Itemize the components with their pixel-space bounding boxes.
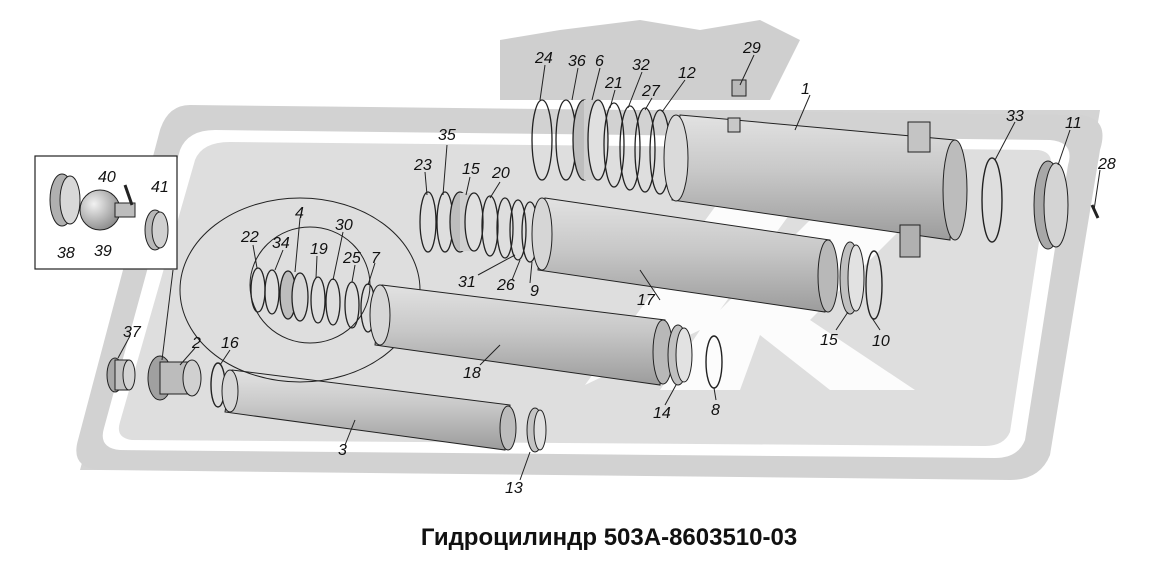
callout-13: 13 — [505, 480, 523, 497]
callout-16: 16 — [221, 335, 239, 352]
callout-1: 1 — [801, 81, 810, 98]
callout-4: 4 — [295, 205, 304, 222]
callout-35: 35 — [438, 127, 456, 144]
callout-26: 26 — [496, 277, 515, 294]
part-2 — [147, 355, 202, 401]
callout-22: 22 — [240, 229, 259, 246]
callout-8: 8 — [711, 402, 720, 419]
part-18 — [369, 284, 674, 386]
callout-28: 28 — [1097, 156, 1116, 173]
callout-9: 9 — [530, 283, 539, 300]
diagram-title: Гидроцилиндр 503А-8603510-03 — [421, 524, 797, 551]
callout-32: 32 — [632, 57, 650, 74]
part-37 — [106, 357, 136, 393]
callout-labels: 1 2 3 4 6 7 8 9 10 11 12 13 14 15 15 16 … — [57, 40, 1116, 497]
callout-23: 23 — [413, 157, 432, 174]
rings-middle — [419, 191, 539, 263]
part-15-right — [839, 241, 865, 315]
part-33 — [981, 157, 1003, 243]
callout-11: 11 — [1065, 115, 1082, 132]
leader-lines — [117, 54, 1101, 481]
part-40 — [123, 184, 134, 206]
callout-18: 18 — [463, 365, 481, 382]
part-28 — [1090, 204, 1100, 219]
callout-40: 40 — [98, 169, 116, 186]
callout-38: 38 — [57, 245, 75, 262]
part-3 — [221, 369, 517, 451]
callout-12: 12 — [678, 65, 696, 82]
callout-21: 21 — [604, 75, 623, 92]
callout-20: 20 — [491, 165, 510, 182]
part-13 — [526, 407, 547, 453]
callout-15a: 15 — [462, 161, 480, 178]
part-14 — [667, 324, 693, 386]
part-38 — [49, 173, 81, 227]
callout-39: 39 — [94, 243, 112, 260]
callout-17: 17 — [637, 292, 656, 309]
callout-31: 31 — [458, 274, 476, 291]
callout-6: 6 — [595, 53, 604, 70]
callout-33: 33 — [1006, 108, 1024, 125]
callout-29: 29 — [742, 40, 761, 57]
callout-19: 19 — [310, 241, 328, 258]
callout-27: 27 — [641, 83, 661, 100]
callout-24: 24 — [534, 50, 553, 67]
callout-10: 10 — [872, 333, 890, 350]
part-17 — [531, 197, 839, 313]
callout-37: 37 — [123, 324, 142, 341]
part-39 — [79, 189, 136, 231]
callout-2: 2 — [191, 335, 201, 352]
rings-left — [250, 267, 376, 333]
callout-3: 3 — [338, 442, 347, 459]
callout-25: 25 — [342, 250, 361, 267]
callout-14: 14 — [653, 405, 671, 422]
part-11 — [1033, 160, 1069, 250]
part-29 — [731, 79, 747, 97]
callout-7: 7 — [371, 250, 381, 267]
callout-41: 41 — [151, 179, 169, 196]
part-1 — [663, 114, 968, 258]
callout-30: 30 — [335, 217, 353, 234]
rings-top — [531, 99, 671, 195]
part-41 — [144, 209, 169, 251]
part-10 — [865, 250, 883, 320]
callout-36: 36 — [568, 53, 586, 70]
callout-15b: 15 — [820, 332, 838, 349]
callout-34: 34 — [272, 235, 290, 252]
